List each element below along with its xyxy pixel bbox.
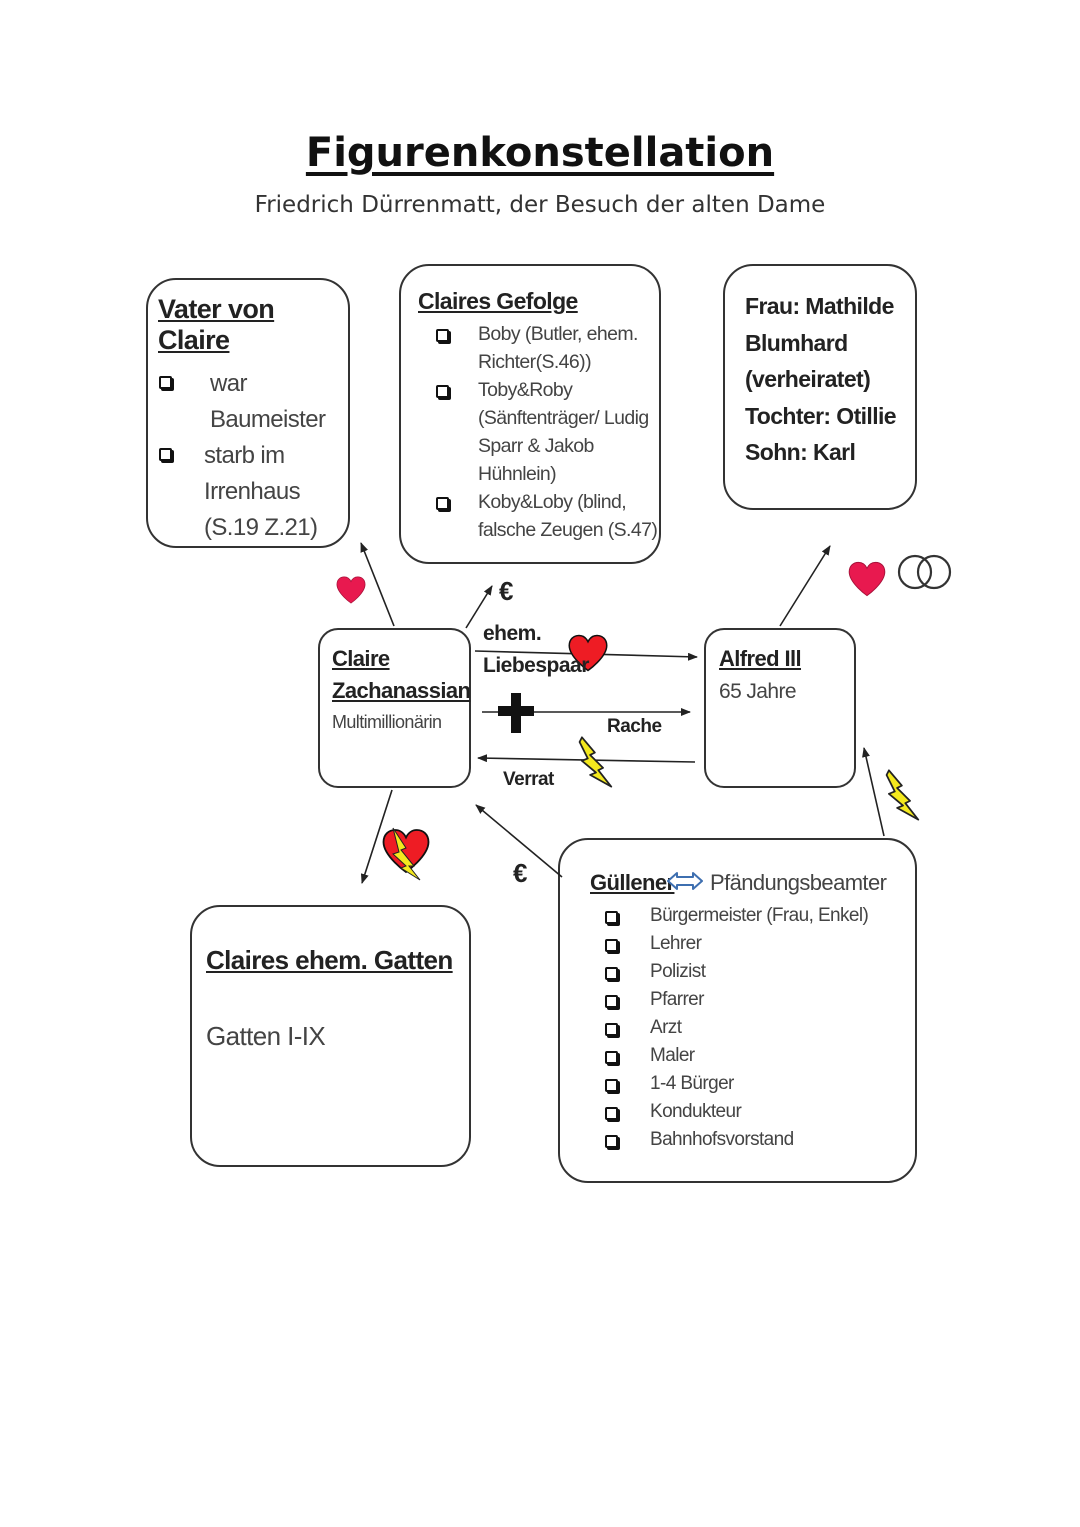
alfred-name: Alfred Ill — [719, 646, 802, 671]
list-item: Toby&Roby (Sänftenträger/ Ludig Sparr & … — [431, 376, 659, 488]
checkbox-icon — [605, 1107, 618, 1120]
list-item: Lehrer — [600, 930, 900, 958]
link-claire-husbands — [360, 789, 393, 884]
checkbox-icon — [436, 329, 449, 342]
link-gullen-alfred — [862, 747, 885, 837]
revenge-label: Rache — [607, 716, 662, 737]
father-list: war Baumeister starb im Irrenhaus (S.19 … — [156, 366, 346, 546]
euro-icon: € — [499, 576, 513, 606]
claire-role: Multimillionärin — [332, 712, 442, 732]
former-lovers-label-line1: ehem. — [483, 622, 542, 645]
entourage-heading: Claires Gefolge — [418, 288, 578, 314]
page-title: Figurenkonstellation — [305, 130, 775, 176]
euro-icon: € — [513, 858, 527, 888]
broken-heart-icon — [382, 827, 430, 881]
husbands-box: Claires ehem. Gatten Gatten I-IX — [190, 905, 471, 1167]
heart-icon — [336, 576, 366, 604]
alfred-box: Alfred Ill 65 Jahre — [704, 628, 856, 788]
double-arrow-icon — [667, 872, 703, 890]
husbands-heading: Claires ehem. Gatten — [206, 945, 453, 975]
list-item: Polizist — [600, 958, 900, 986]
link-alfred-family — [779, 545, 831, 627]
list-item: Boby (Butler, ehem. Richter(S.46)) — [431, 320, 659, 376]
wedding-rings-icon — [897, 554, 952, 590]
list-item: Kondukteur — [600, 1098, 900, 1126]
family-line: Sohn: Karl — [745, 439, 856, 465]
list-item: Maler — [600, 1042, 900, 1070]
cross-icon — [498, 693, 534, 733]
entourage-list: Boby (Butler, ehem. Richter(S.46)) Toby&… — [431, 320, 659, 544]
heart-icon — [848, 561, 886, 597]
claire-box: Claire Zachanassian Multimillionärin — [318, 628, 471, 788]
link-claire-entourage — [465, 585, 493, 629]
list-item: Koby&Loby (blind, falsche Zeugen (S.47) — [431, 488, 659, 544]
checkbox-icon — [605, 1079, 618, 1092]
family-line: Blumhard — [745, 329, 848, 356]
alfred-age: 65 Jahre — [719, 680, 797, 703]
family-line: (verheiratet) — [745, 366, 871, 392]
checkbox-icon — [605, 1023, 618, 1036]
list-item: war Baumeister — [156, 366, 346, 438]
betrayal-label: Verrat — [503, 769, 554, 790]
list-item: 1-4 Bürger — [600, 1070, 900, 1098]
link-gullen-claire — [475, 804, 563, 878]
checkbox-icon — [605, 1135, 618, 1148]
claire-name-line1: Claire — [332, 646, 390, 671]
claire-name-line2: Zachanassian — [332, 678, 471, 703]
lightning-icon — [885, 769, 920, 821]
checkbox-icon — [605, 995, 618, 1008]
checkbox-icon — [159, 448, 172, 461]
husbands-text: Gatten I-IX — [206, 1021, 326, 1051]
list-item: starb im Irrenhaus (S.19 Z.21) — [156, 438, 346, 546]
checkbox-icon — [605, 1051, 618, 1064]
checkbox-icon — [436, 385, 449, 398]
checkbox-icon — [605, 967, 618, 980]
link-claire-father — [360, 542, 395, 627]
gullen-related: Pfändungsbeamter — [710, 870, 887, 895]
family-line: Tochter: Otillie — [745, 402, 897, 429]
lightning-icon — [578, 736, 613, 788]
family-line: Frau: Mathilde — [745, 293, 894, 319]
family-text: Frau: Mathilde Blumhard (verheiratet) To… — [745, 288, 897, 471]
list-item: Bürgermeister (Frau, Enkel) — [600, 902, 900, 930]
entourage-box: Claires Gefolge Boby (Butler, ehem. Rich… — [399, 264, 661, 564]
gullen-heading: Güllener — [590, 870, 675, 895]
former-lovers-label-line2: Liebespaar — [483, 654, 589, 677]
page-subtitle: Friedrich Dürrenmatt, der Besuch der alt… — [254, 192, 826, 218]
gullen-list: Bürgermeister (Frau, Enkel) Lehrer Poliz… — [600, 902, 900, 1154]
checkbox-icon — [159, 376, 172, 389]
checkbox-icon — [605, 939, 618, 952]
father-box: Vater von Claire war Baumeister starb im… — [146, 278, 350, 548]
gullen-box: Güllener Pfändungsbeamter Bürgermeister … — [558, 838, 917, 1183]
checkbox-icon — [605, 911, 618, 924]
list-item: Bahnhofsvorstand — [600, 1126, 900, 1154]
checkbox-icon — [436, 497, 449, 510]
father-heading: Vater von Claire — [158, 294, 275, 355]
list-item: Pfarrer — [600, 986, 900, 1014]
list-item: Arzt — [600, 1014, 900, 1042]
family-box: Frau: Mathilde Blumhard (verheiratet) To… — [723, 264, 917, 510]
